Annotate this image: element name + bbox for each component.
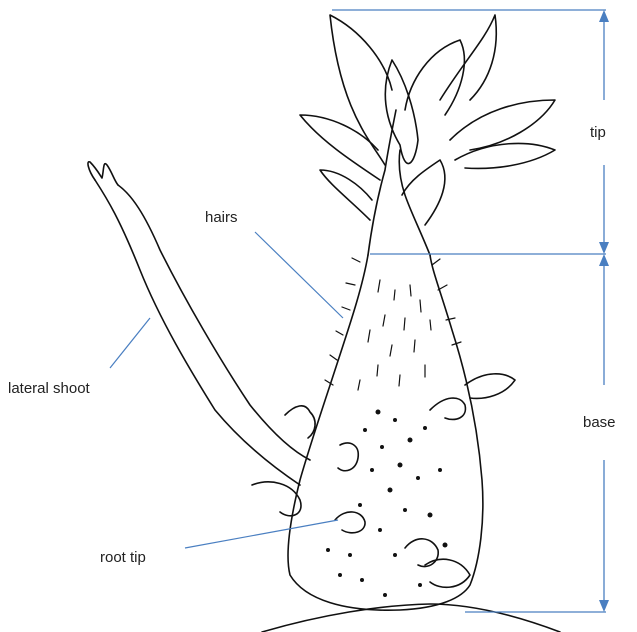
stem-base-drawing (288, 255, 483, 610)
hairs-leader (255, 232, 343, 318)
ground-curve (262, 604, 560, 632)
label-tip: tip (590, 124, 606, 141)
label-base: base (583, 414, 616, 431)
tip-leaves-drawing (300, 15, 555, 255)
label-root-tip: root tip (100, 549, 146, 566)
label-hairs: hairs (205, 209, 238, 226)
lateral-shoot-drawing (88, 162, 310, 485)
label-lateral-shoot: lateral shoot (8, 380, 91, 397)
side-structures-drawing (252, 374, 515, 587)
lateral-shoot-leader (110, 318, 150, 368)
root-tip-leader (185, 520, 338, 548)
